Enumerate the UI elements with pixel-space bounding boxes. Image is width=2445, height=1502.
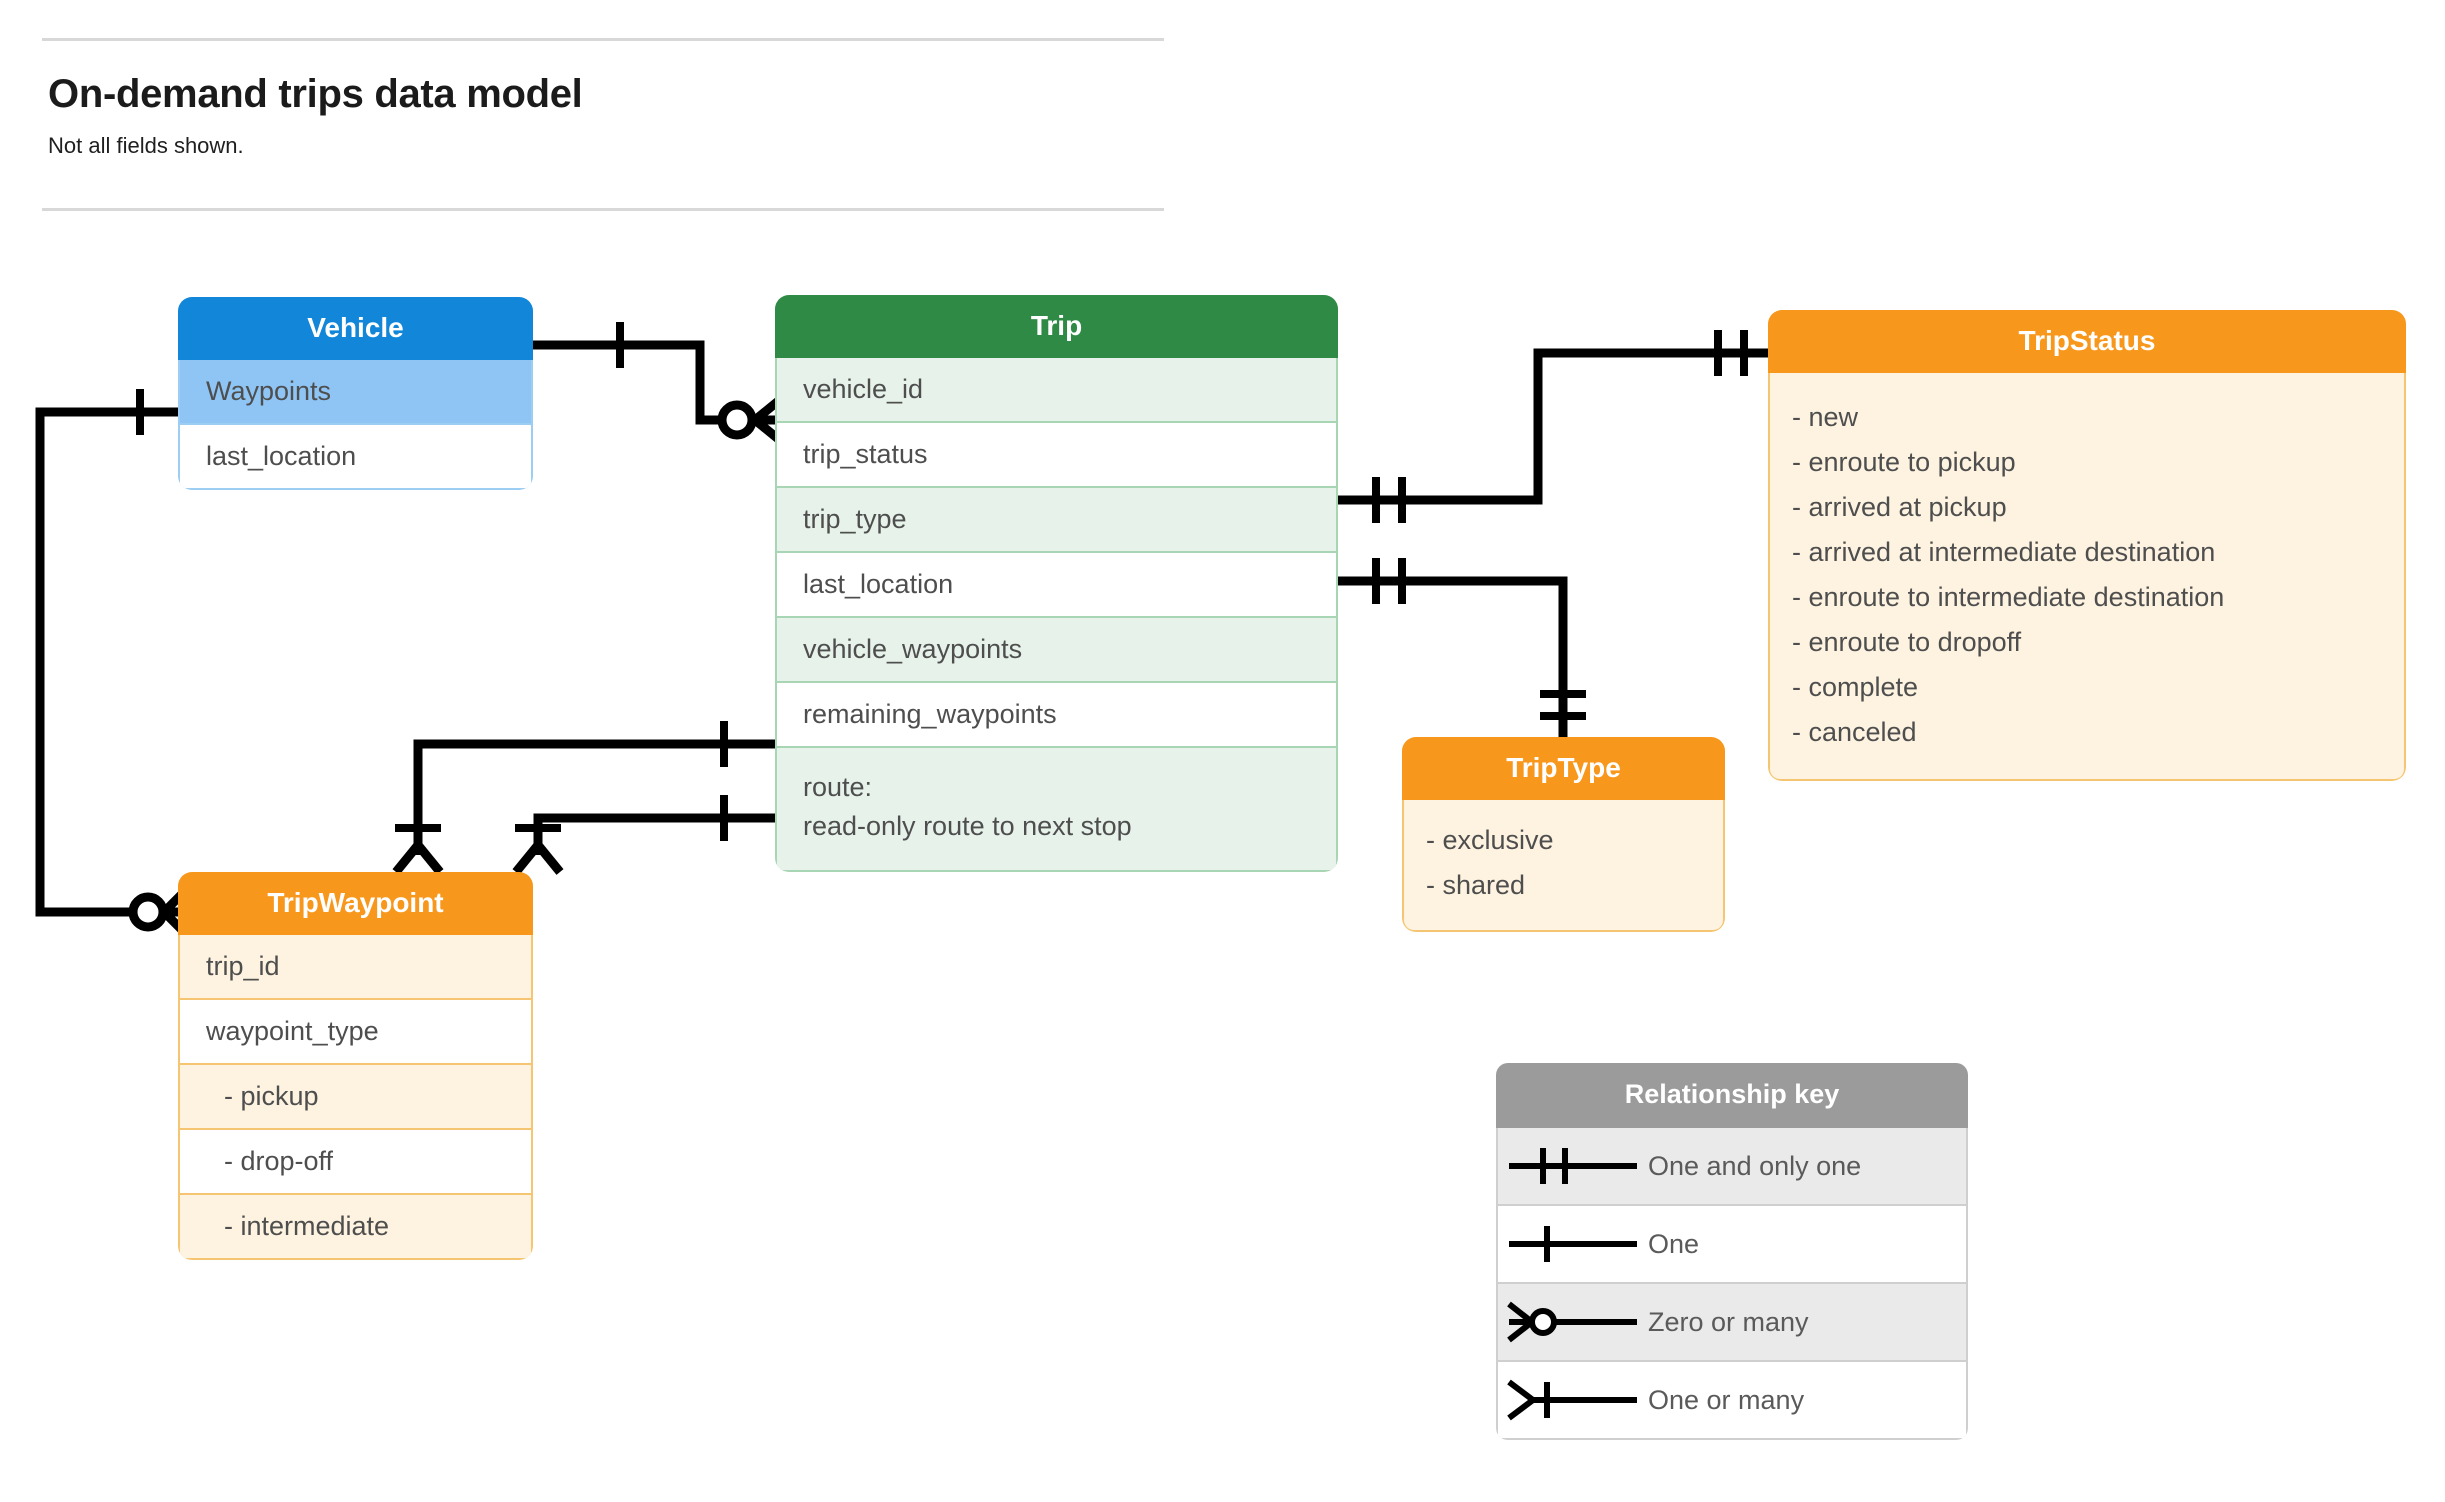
legend-label: One and only one — [1648, 1150, 1862, 1181]
entity-trip-title: Trip — [775, 295, 1338, 358]
wire-trip-status-to-tripstatus — [1338, 348, 1768, 505]
field-trip-route-description: read-only route to next stop — [803, 811, 1132, 842]
trip-status-value: - arrived at intermediate destination — [1792, 537, 2216, 567]
trip-type-value: - shared — [1426, 870, 1526, 900]
legend-label: One — [1648, 1228, 1700, 1259]
field-trip-remaining-waypoints[interactable]: remaining_waypoints — [777, 681, 1336, 746]
entity-trip-type[interactable]: TripType - exclusive - shared — [1402, 737, 1725, 932]
field-trip-last-location[interactable]: last_location — [777, 551, 1336, 616]
legend-row-one-or-many: One or many — [1498, 1360, 1966, 1438]
field-vehicle-last-location[interactable]: last_location — [180, 423, 531, 488]
legend-row-one-and-only-one: One and only one — [1498, 1128, 1966, 1204]
trip-status-value: - new — [1792, 402, 1859, 432]
one-or-many-icon — [1498, 1374, 1648, 1426]
entity-trip-waypoint[interactable]: TripWaypoint trip_id waypoint_type - pic… — [178, 872, 533, 1260]
legend-label: Zero or many — [1648, 1306, 1809, 1337]
trip-status-value: - enroute to pickup — [1792, 447, 2016, 477]
legend-row-one: One — [1498, 1204, 1966, 1282]
wire-trip-type-to-triptype — [1338, 576, 1568, 737]
relationship-key-legend[interactable]: Relationship key One and only one — [1496, 1063, 1968, 1440]
entity-trip-status[interactable]: TripStatus - new - enroute to pickup - a… — [1768, 310, 2406, 781]
entity-trip-status-values: - new - enroute to pickup - arrived at p… — [1768, 373, 2406, 781]
zero-or-many-icon — [1498, 1296, 1648, 1348]
entity-vehicle[interactable]: Vehicle Waypoints last_location — [178, 297, 533, 490]
page-subtitle: Not all fields shown. — [48, 133, 244, 158]
field-trip-vehicle-id[interactable]: vehicle_id — [777, 358, 1336, 421]
entity-trip-fields: vehicle_id trip_status trip_type last_lo… — [775, 358, 1338, 873]
waypoint-type-value-intermediate: - intermediate — [180, 1193, 531, 1258]
one-and-only-one-icon — [1498, 1140, 1648, 1192]
entity-trip-waypoint-fields: trip_id waypoint_type - pickup - drop-of… — [178, 935, 533, 1260]
trip-status-value: - enroute to intermediate destination — [1792, 582, 2225, 612]
legend-title: Relationship key — [1496, 1063, 1968, 1128]
trip-status-value: - canceled — [1792, 717, 1917, 747]
trip-status-value: - complete — [1792, 672, 1919, 702]
waypoint-type-value-dropoff: - drop-off — [180, 1128, 531, 1193]
header-divider-top — [42, 38, 1164, 41]
entity-trip-type-values: - exclusive - shared — [1402, 800, 1725, 932]
header-divider-bottom — [42, 208, 1164, 211]
entity-trip-waypoint-title: TripWaypoint — [178, 872, 533, 935]
wire-remaining-waypoints-to-tripwaypoint — [533, 813, 775, 855]
legend-label: One or many — [1648, 1384, 1805, 1415]
entity-trip[interactable]: Trip vehicle_id trip_status trip_type la… — [775, 295, 1338, 873]
field-trip-trip-type[interactable]: trip_type — [777, 486, 1336, 551]
trip-status-value: - enroute to dropoff — [1792, 627, 2022, 657]
entity-trip-type-title: TripType — [1402, 737, 1725, 800]
field-tripwaypoint-trip-id[interactable]: trip_id — [180, 935, 531, 998]
field-trip-route-label: route: — [803, 772, 873, 802]
field-trip-vehicle-waypoints[interactable]: vehicle_waypoints — [777, 616, 1336, 681]
page-title: On-demand trips data model — [48, 72, 583, 116]
entity-vehicle-title: Vehicle — [178, 297, 533, 360]
entity-vehicle-fields: Waypoints last_location — [178, 360, 533, 490]
trip-status-value: - arrived at pickup — [1792, 492, 2007, 522]
legend-row-zero-or-many: Zero or many — [1498, 1282, 1966, 1360]
legend-rows: One and only one One — [1496, 1128, 1968, 1440]
wire-vehicle-waypoints-field-to-tripwaypoint — [413, 739, 775, 855]
entity-trip-status-title: TripStatus — [1768, 310, 2406, 373]
one-icon — [1498, 1218, 1648, 1270]
field-vehicle-waypoints[interactable]: Waypoints — [180, 360, 531, 423]
field-tripwaypoint-waypoint-type[interactable]: waypoint_type — [180, 998, 531, 1063]
field-trip-trip-status[interactable]: trip_status — [777, 421, 1336, 486]
field-trip-route[interactable]: route: read-only route to next stop — [777, 746, 1336, 871]
wire-vehicle-waypoints-to-tripwaypoint — [35, 407, 178, 917]
waypoint-type-value-pickup: - pickup — [180, 1063, 531, 1128]
wire-vehicle-to-trip — [533, 340, 737, 425]
trip-type-value: - exclusive — [1426, 825, 1554, 855]
